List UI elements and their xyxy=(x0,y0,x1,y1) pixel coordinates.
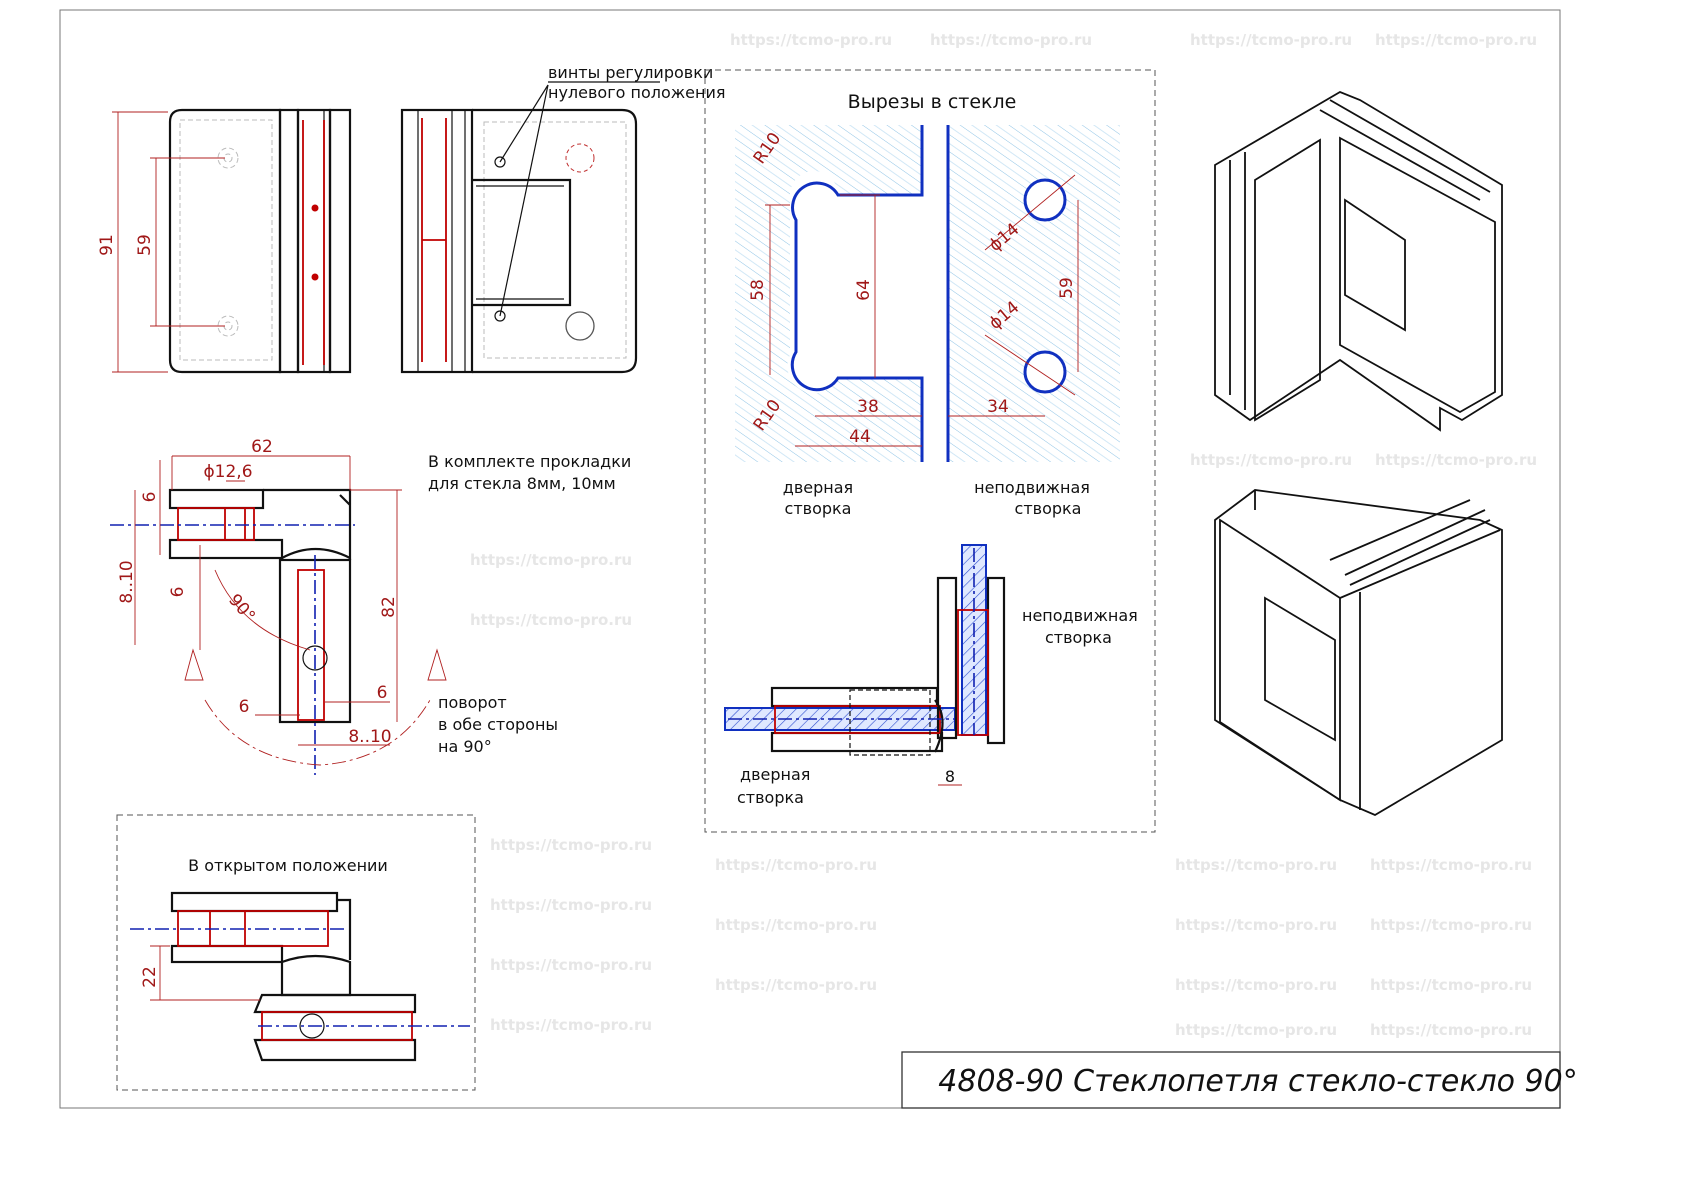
callout-line2: нулевого положения xyxy=(548,83,726,102)
watermark-text: https://tcmo-pro.ru xyxy=(930,31,1092,49)
watermark-text: https://tcmo-pro.ru xyxy=(1375,451,1537,469)
note-gaskets-line1: В комплекте прокладки xyxy=(428,452,631,471)
watermark-text: https://tcmo-pro.ru xyxy=(1175,856,1337,874)
dim-width: 62 xyxy=(251,437,273,457)
watermark-text: https://tcmo-pro.ru xyxy=(1190,451,1352,469)
watermark-text: https://tcmo-pro.ru xyxy=(1370,916,1532,934)
assembly-door-line1: дверная xyxy=(740,765,810,784)
top-view: 62 ϕ12,6 6 8..10 6 90° 82 6 6 8..10 В ко… xyxy=(110,437,631,775)
watermark-text: https://tcmo-pro.ru xyxy=(1375,31,1537,49)
dim-44: 44 xyxy=(849,427,871,447)
front-view: 91 59 xyxy=(97,108,352,374)
dim-82: 82 xyxy=(379,596,399,618)
isometric-view-bottom xyxy=(1214,489,1503,817)
dim-glass: 8..10 xyxy=(117,560,137,603)
note-rotation-line2: в обе стороны xyxy=(438,715,558,734)
watermark-text: https://tcmo-pro.ru xyxy=(1190,31,1352,49)
watermark-text: https://tcmo-pro.ru xyxy=(1370,976,1532,994)
door-label-line2: створка xyxy=(785,499,852,518)
watermark-text: https://tcmo-pro.ru xyxy=(1175,976,1337,994)
sheet-border xyxy=(59,9,1561,1109)
assembly-door-line2: створка xyxy=(737,788,804,807)
assembly-fixed-line2: створка xyxy=(1045,628,1112,647)
isometric-view-top xyxy=(1214,91,1503,432)
fixed-label-line2: створка xyxy=(1015,499,1082,518)
watermark-text: https://tcmo-pro.ru xyxy=(490,896,652,914)
title-block xyxy=(901,1051,1561,1109)
dim-34: 34 xyxy=(987,397,1009,417)
fixed-label-line1: неподвижная xyxy=(974,478,1090,497)
dim-diameter: ϕ12,6 xyxy=(203,462,252,482)
assembly-fixed-line1: неподвижная xyxy=(1022,606,1138,625)
door-label-line1: дверная xyxy=(783,478,853,497)
dim-58: 58 xyxy=(748,279,768,301)
side-view: винты регулировки нулевого положения xyxy=(400,63,726,374)
watermark-text: https://tcmo-pro.ru xyxy=(715,916,877,934)
note-gaskets-line2: для стекла 8мм, 10мм xyxy=(428,474,616,493)
watermark-text: https://tcmo-pro.ru xyxy=(715,976,877,994)
note-rotation-line1: поворот xyxy=(438,693,507,712)
cutouts-heading: Вырезы в стекле xyxy=(848,91,1017,113)
open-view-heading: В открытом положении xyxy=(188,856,388,875)
dim-6-top: 6 xyxy=(140,492,160,503)
dim-38: 38 xyxy=(857,397,879,417)
callout-line1: винты регулировки xyxy=(548,63,713,82)
watermark-layer: https://tcmo-pro.ru https://tcmo-pro.ru ht… xyxy=(470,31,1537,1039)
watermark-text: https://tcmo-pro.ru xyxy=(715,856,877,874)
watermark-text: https://tcmo-pro.ru xyxy=(1370,1021,1532,1039)
cutouts-panel: Вырезы в стекле 58 64 R10 R10 38 44 59 3… xyxy=(704,69,1156,833)
dim-64: 64 xyxy=(854,279,874,301)
watermark-text: https://tcmo-pro.ru xyxy=(730,31,892,49)
watermark-text: https://tcmo-pro.ru xyxy=(1175,916,1337,934)
dim-height: 91 xyxy=(97,234,117,256)
dim-22: 22 xyxy=(140,966,160,988)
watermark-text: https://tcmo-pro.ru xyxy=(490,1016,652,1034)
dim-6-left: 6 xyxy=(168,587,188,598)
dim-6-b: 6 xyxy=(377,683,388,703)
note-rotation-line3: на 90° xyxy=(438,737,492,756)
dim-59: 59 xyxy=(1057,277,1077,299)
drawing-title: 4808-90 Стеклопетля стекло-стекло 90° xyxy=(938,1064,1577,1099)
assembly-dim-8: 8 xyxy=(945,767,955,786)
watermark-text: https://tcmo-pro.ru xyxy=(1370,856,1532,874)
dim-holes: 59 xyxy=(135,234,155,256)
watermark-text: https://tcmo-pro.ru xyxy=(490,956,652,974)
open-position-panel: В открытом положении 22 xyxy=(116,814,476,1091)
watermark-text: https://tcmo-pro.ru xyxy=(490,836,652,854)
watermark-text: https://tcmo-pro.ru xyxy=(470,551,632,569)
dim-glass-b: 8..10 xyxy=(348,727,391,747)
dim-6-a: 6 xyxy=(239,697,250,717)
watermark-text: https://tcmo-pro.ru xyxy=(1175,1021,1337,1039)
watermark-text: https://tcmo-pro.ru xyxy=(470,611,632,629)
